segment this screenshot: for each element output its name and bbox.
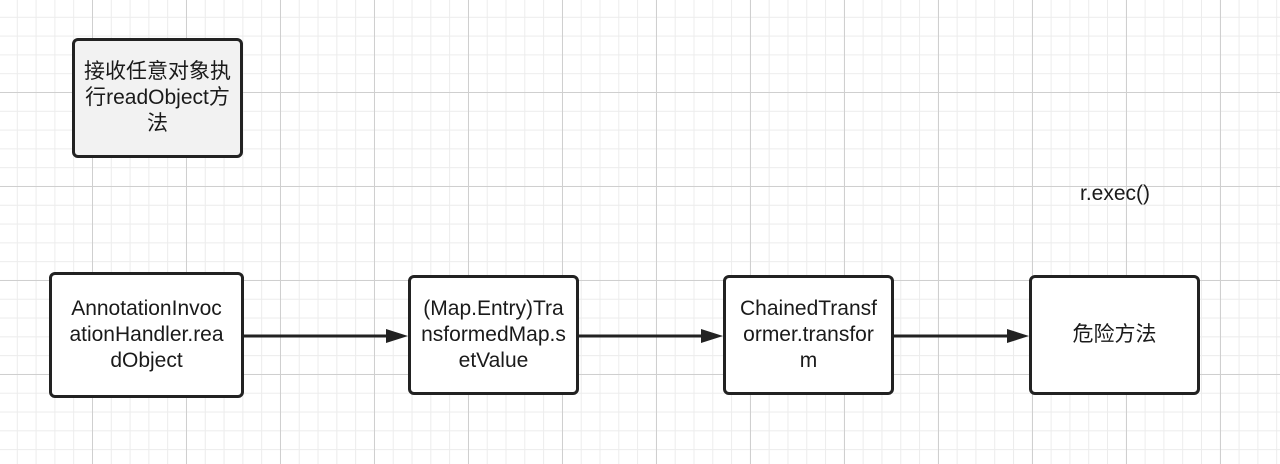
node-label: ChainedTransformer.transform bbox=[740, 297, 877, 372]
exec-label: r.exec() bbox=[1080, 182, 1151, 205]
arrowhead-icon bbox=[386, 329, 408, 343]
node-annotation-invocation-handler[interactable]: AnnotationInvocationHandler.readObject bbox=[49, 272, 244, 398]
node-dangerous-method[interactable]: 危险方法 bbox=[1029, 275, 1200, 395]
node-transformed-map-setvalue[interactable]: (Map.Entry)TransformedMap.setValue bbox=[408, 275, 579, 395]
node-label: 危险方法 bbox=[1072, 323, 1157, 346]
note-text: 接收任意对象执行readObject方法 bbox=[84, 60, 231, 135]
edge-2-to-3[interactable] bbox=[579, 329, 723, 343]
node-label: AnnotationInvocationHandler.readObject bbox=[69, 297, 224, 372]
node-label: (Map.Entry)TransformedMap.setValue bbox=[421, 297, 566, 372]
edge-1-to-2[interactable] bbox=[244, 329, 408, 343]
note-box[interactable]: 接收任意对象执行readObject方法 bbox=[72, 38, 243, 158]
edge-3-to-4[interactable] bbox=[894, 329, 1029, 343]
arrowhead-icon bbox=[701, 329, 723, 343]
arrowhead-icon bbox=[1007, 329, 1029, 343]
node-chained-transformer[interactable]: ChainedTransformer.transform bbox=[723, 275, 894, 395]
